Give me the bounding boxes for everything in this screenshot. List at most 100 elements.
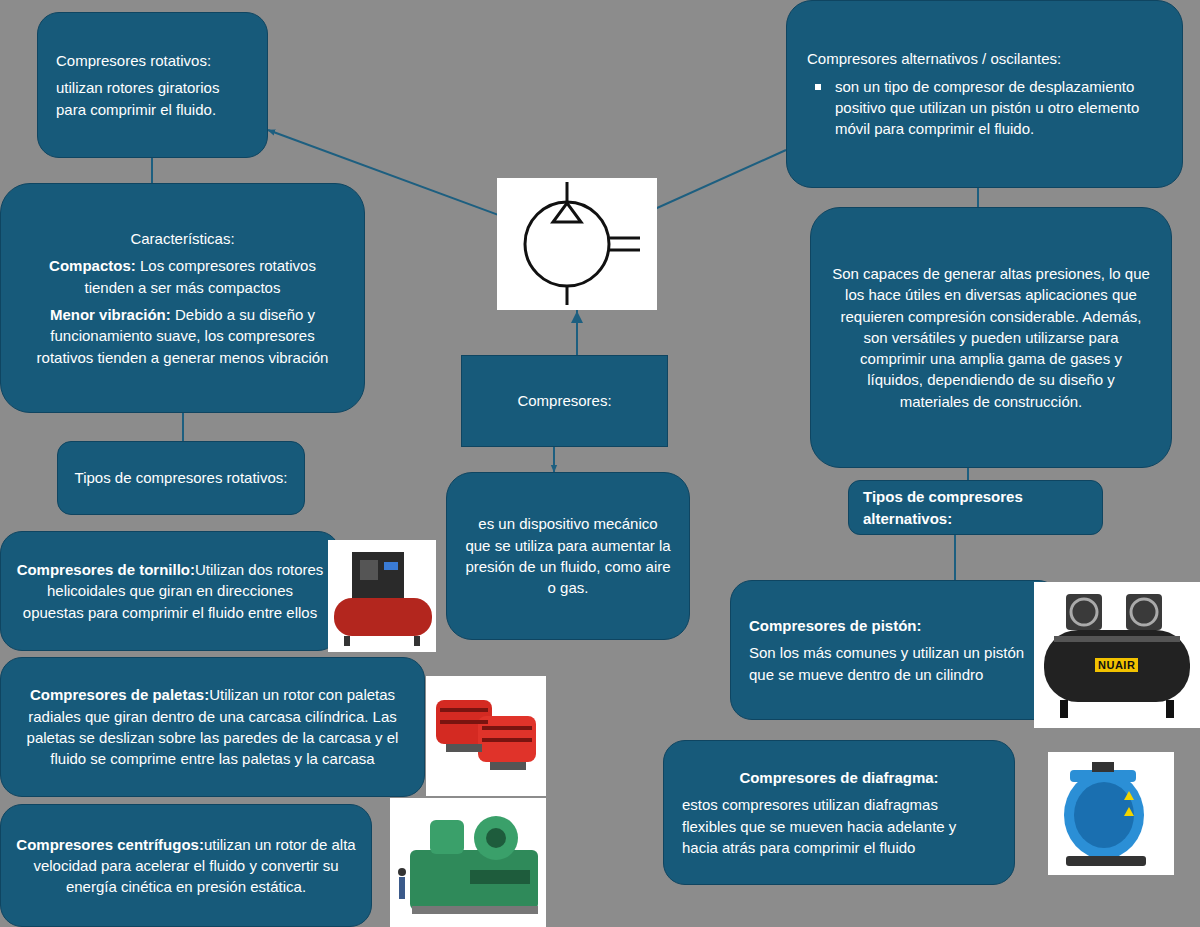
node-text: utilizan rotores giratorios para comprim… [56,79,219,117]
compressor-symbol-part [566,182,569,202]
vane-compressor-photo-part [482,738,532,742]
text-block: Compresores de pistón: [749,615,1041,636]
text-block: Compresores: [474,390,655,411]
features-box: Características:Compactos:Los compresore… [0,183,365,413]
piston-compressor-photo-part [1131,599,1157,625]
centrifugal-compressor-photo-part [398,868,406,876]
screw-compressor-photo-part [328,540,436,652]
node-heading: Compresores de pistón: [749,617,922,634]
text-block: Características: [23,228,342,249]
type-box: Compresores de tornillo:Utilizan dos rot… [0,531,340,651]
diaphragm-compressor-photo-part [1066,856,1146,866]
centrifugal-compressor-photo-part [486,828,506,848]
piston-compressor-photo-part [1126,594,1162,630]
centrifugal-compressor-photo-part [430,820,464,854]
diaphragm-compressor-photo-part [1124,791,1134,800]
text-block: son un tipo de compresor de desplazamien… [807,76,1162,140]
text-block: Tipos de compresores rotativos: [74,467,288,488]
type-box: Compresores de pistón: Son los más comune… [730,580,1060,720]
node-text: Compresores alternativos / oscilantes: [807,50,1061,67]
compressor-symbol-part [609,237,640,240]
vane-compressor-photo-part [436,700,492,744]
category-box: Compresores alternativos / oscilantes: so… [786,0,1183,188]
vane-compressor-photo-part [440,708,488,712]
compressor-symbol-part [553,203,581,222]
bullet-mark [815,84,821,90]
diaphragm-compressor-photo-part [1092,762,1114,772]
node-heading: Compresores de diafragma: [739,769,938,786]
connector [553,447,555,472]
screw-compressor-photo-part [334,598,432,636]
piston-compressor-photo-part [1066,594,1102,630]
screw-compressor-photo-part [360,560,378,580]
diaphragm-compressor-photo-part [1064,771,1144,859]
vane-compressor-photo-part [446,744,482,752]
text-block: Compresores de diafragma: [682,767,996,788]
node-heading: Compresores centrífugos: [16,836,204,853]
text-block: estos compresores utilizan diafragmas fl… [682,794,996,858]
centrifugal-compressor-photo-part [474,816,518,860]
centrifugal-compressor-photo-part [399,877,405,899]
connector [954,535,956,580]
type-box: Compresores centrífugos:utilizan un roto… [0,804,372,927]
compressor-symbol-part [609,249,640,252]
vane-compressor-photo-part [482,726,532,730]
vane-compressor-photo-part [440,720,488,724]
screw-compressor-photo-part [384,562,398,570]
diaphragm-compressor-photo-part [1048,752,1174,875]
node-text: Características: [130,230,234,247]
text-block: Compresores rotativos: [56,50,249,71]
piston-compressor-photo-part [1044,630,1190,702]
piston-compressor-photo-part [1166,700,1174,718]
features-box: Son capaces de generar altas presiones, … [810,207,1172,468]
type-box: Compresores de diafragma: estos compresor… [663,740,1015,885]
screw-compressor-photo [328,540,436,652]
diaphragm-compressor-photo [1048,752,1174,875]
connector [151,158,153,183]
piston-compressor-photo-part [1060,700,1068,718]
types-box: Tipos de compresores rotativos: [57,441,305,515]
text-block: Compresores alternativos / oscilantes: [807,48,1162,69]
text-block: Compresores centrífugos:utilizan un roto… [13,834,359,898]
connector [182,413,184,441]
compressor-symbol-part [497,178,657,310]
centrifugal-compressor-photo-part [390,798,546,927]
text-block: utilizan rotores giratorios para comprim… [56,77,249,120]
screw-compressor-photo-part [344,636,350,646]
centrifugal-compressor-photo [390,798,546,927]
centrifugal-compressor-photo-part [410,850,538,910]
screw-compressor-photo-part [352,552,404,598]
type-box: Compresores de paletas:Utilizan un rotor… [0,657,425,797]
text-block: Son capaces de generar altas presiones, … [831,263,1151,412]
piston-compressor-photo-part [1071,599,1097,625]
vane-compressor-photo [426,676,546,796]
text-block: es un dispositivo mecánico que se utiliz… [465,513,671,598]
text-block: Son los más comunes y utilizan un pistón… [749,642,1041,685]
definition-box: es un dispositivo mecánico que se utiliz… [446,472,690,640]
text-block: Compresores de tornillo:Utilizan dos rot… [15,559,325,623]
arrow-head [571,311,583,323]
text-block: Menor vibración:Debido a su diseño y fun… [23,304,342,368]
vane-compressor-photo-part [426,676,546,796]
node-heading: Compresores de tornillo: [17,561,195,578]
node-text: Son los más comunes y utilizan un pistón… [749,644,1024,682]
centrifugal-compressor-photo-part [470,870,530,884]
types-box: Tipos de compresores alternativos: [848,480,1103,535]
node-heading: Compactos: [49,257,136,274]
vane-compressor-photo-part [478,716,536,762]
node-text: estos compresores utilizan diafragmas fl… [682,796,956,856]
node-heading: Compresores de paletas: [30,686,209,703]
brand-label: NUAIR [1095,658,1138,672]
node-text: Compresores rotativos: [56,52,211,69]
node-text: Tipos de compresores rotativos: [75,469,288,486]
node-text: Compresores: [517,392,611,409]
piston-compressor-photo-part [1054,636,1180,642]
text-block: Tipos de compresores alternativos: [863,486,1088,529]
root-box: Compresores: [461,355,668,447]
centrifugal-compressor-photo-part [412,906,538,914]
vane-compressor-photo-part [490,762,526,770]
node-heading: Tipos de compresores alternativos: [863,488,1023,526]
node-text: es un dispositivo mecánico que se utiliz… [465,515,670,596]
node-heading: Menor vibración: [50,306,171,323]
